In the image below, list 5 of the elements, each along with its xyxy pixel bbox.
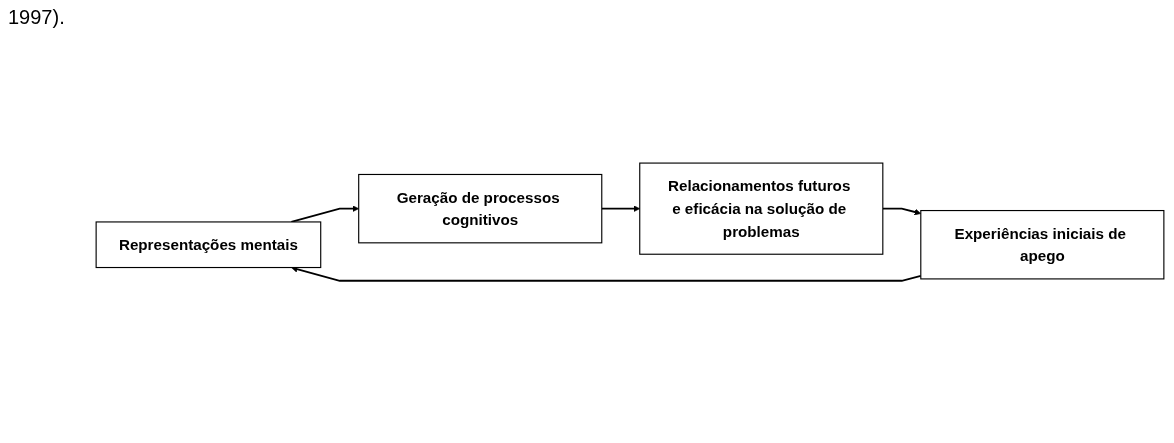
node-box: Relacionamentos futuros e eficácia na solução de problemas: [639, 162, 884, 255]
node-box: Experiências iniciais de apego: [920, 209, 1165, 280]
node-box: Representações mentais: [95, 220, 322, 268]
note-text: 1997).: [8, 6, 65, 29]
node-box: Geração de processos cognitivos: [358, 173, 603, 243]
